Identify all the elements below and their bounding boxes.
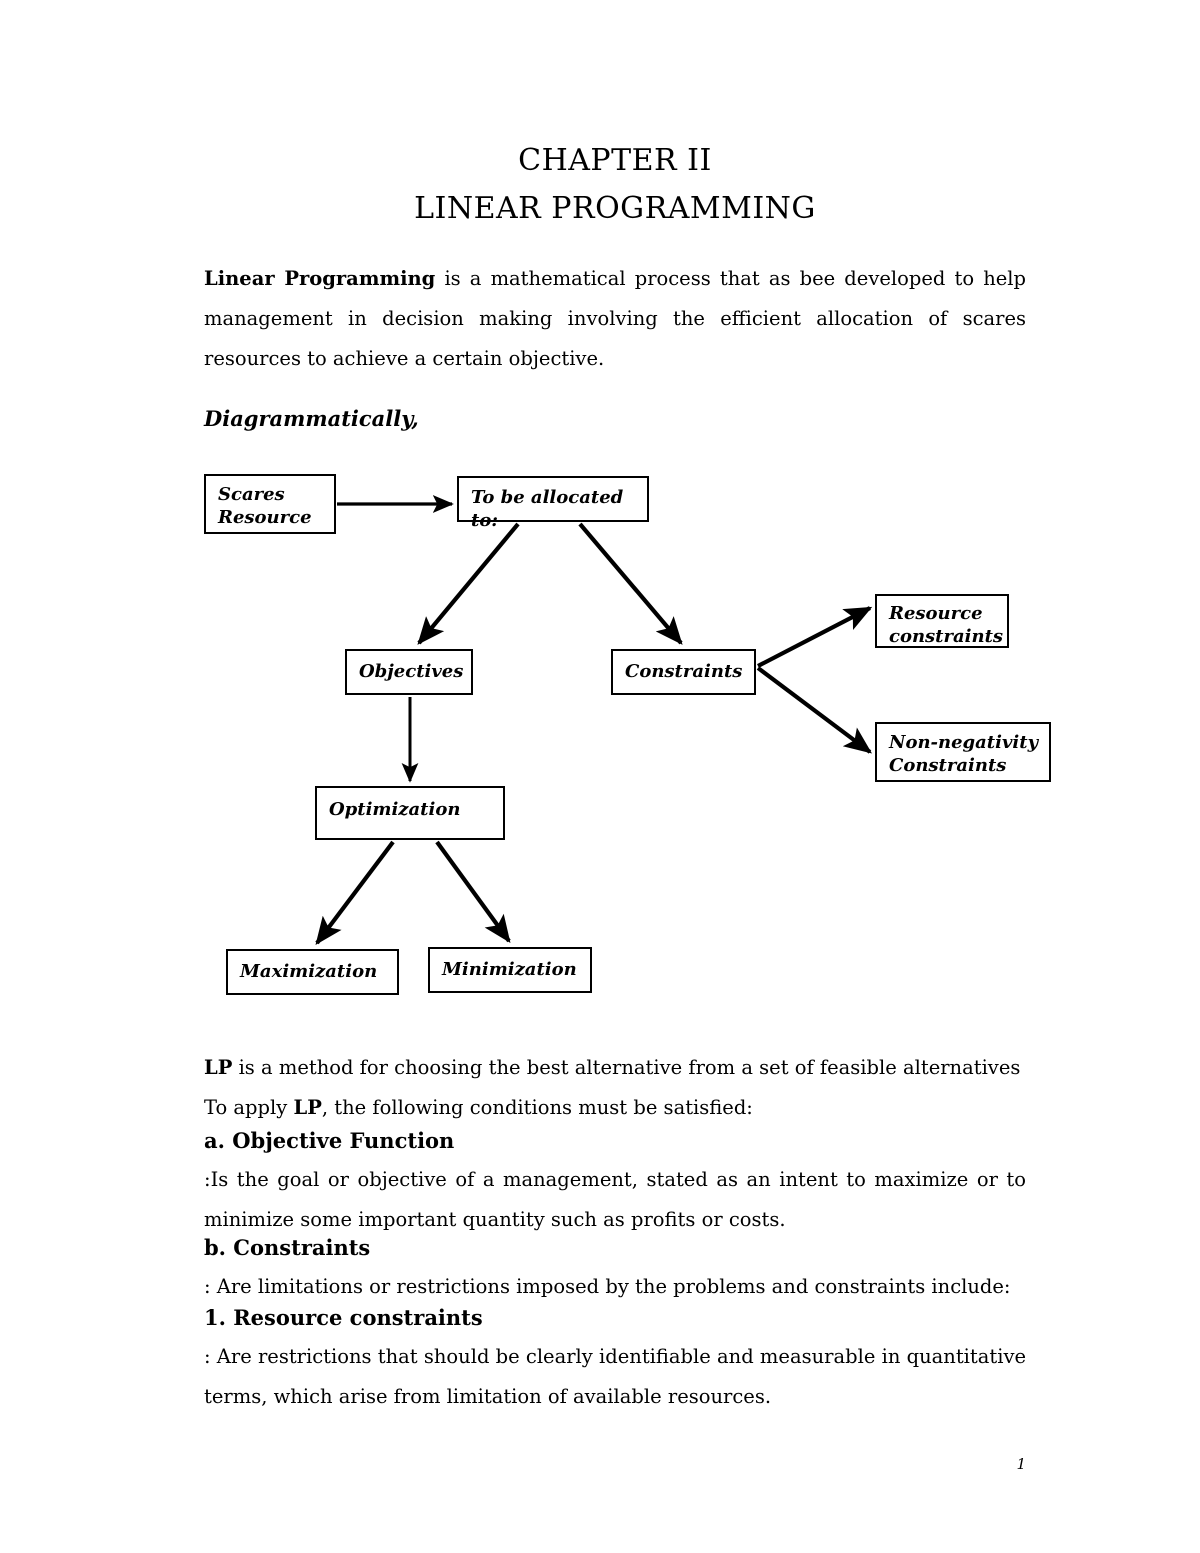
section-b-text: : Are limitations or restrictions impose… (204, 1275, 1011, 1298)
intro-lead-bold: Linear Programming (204, 267, 436, 290)
lp-definition-text: is a method for choosing the best altern… (232, 1056, 1021, 1079)
node-label: To be allocated to: (471, 487, 624, 531)
diagram-node-minimization: Minimization (428, 947, 592, 993)
page-number: 1 (1016, 1455, 1026, 1473)
edge-optimization-to-minimization (435, 840, 511, 944)
diagram-node-constraints: Constraints (611, 649, 756, 695)
apply-prefix: To apply (204, 1096, 294, 1119)
apply-lp-bold: LP (293, 1096, 322, 1119)
node-label: Resource constraints (889, 603, 1004, 647)
diagram-node-maximization: Maximization (226, 949, 399, 995)
node-label: Minimization (442, 959, 577, 980)
chapter-title: CHAPTER II (518, 143, 712, 178)
node-label: Scares Resource (218, 484, 312, 528)
section-a-text: :Is the goal or objective of a managemen… (204, 1168, 1026, 1231)
edge-allocated-to-constraints (578, 522, 683, 645)
subject-title: LINEAR PROGRAMMING (414, 191, 816, 226)
section-a-heading: a. Objective Function (204, 1128, 455, 1153)
node-label: Constraints (625, 661, 743, 682)
section-b-heading: b. Constraints (204, 1235, 371, 1260)
node-label: Objectives (359, 661, 464, 682)
edge-constraints-to-resource (757, 606, 873, 668)
edge-allocated-to-objectives (417, 522, 520, 645)
diagram-node-resource-constraints: Resource constraints (875, 594, 1009, 648)
apply-suffix: , the following conditions must be satis… (321, 1096, 753, 1119)
section-1-text: : Are restrictions that should be clearl… (204, 1345, 1026, 1408)
node-label: Optimization (329, 799, 461, 820)
diagram-node-optimization: Optimization (315, 786, 505, 840)
diagram-node-non-negativity-constraints: Non-negativity Constraints (875, 722, 1051, 782)
diagram-label: Diagrammatically, (204, 406, 419, 431)
diagram-node-allocated-to: To be allocated to: (457, 476, 649, 531)
edge-constraints-to-nonneg (756, 666, 873, 754)
intro-paragraph: Linear Programming is a mathematical pro… (204, 259, 1026, 379)
section-1-heading: 1. Resource constraints (204, 1305, 483, 1330)
intro-body-text: is a mathematical process that as bee de… (204, 267, 1027, 370)
lp-abbrev-bold: LP (204, 1056, 233, 1079)
edge-optimization-to-maximization (315, 840, 395, 946)
lp-definition-paragraph: LP is a method for choosing the best alt… (204, 1048, 1026, 1088)
node-label: Non-negativity Constraints (889, 732, 1039, 776)
node-label: Maximization (240, 961, 378, 982)
diagram-node-objectives: Objectives (345, 649, 473, 695)
apply-lp-paragraph: To apply LP, the following conditions mu… (204, 1088, 1026, 1128)
diagram-node-scares-resource: Scares Resource (204, 474, 336, 534)
